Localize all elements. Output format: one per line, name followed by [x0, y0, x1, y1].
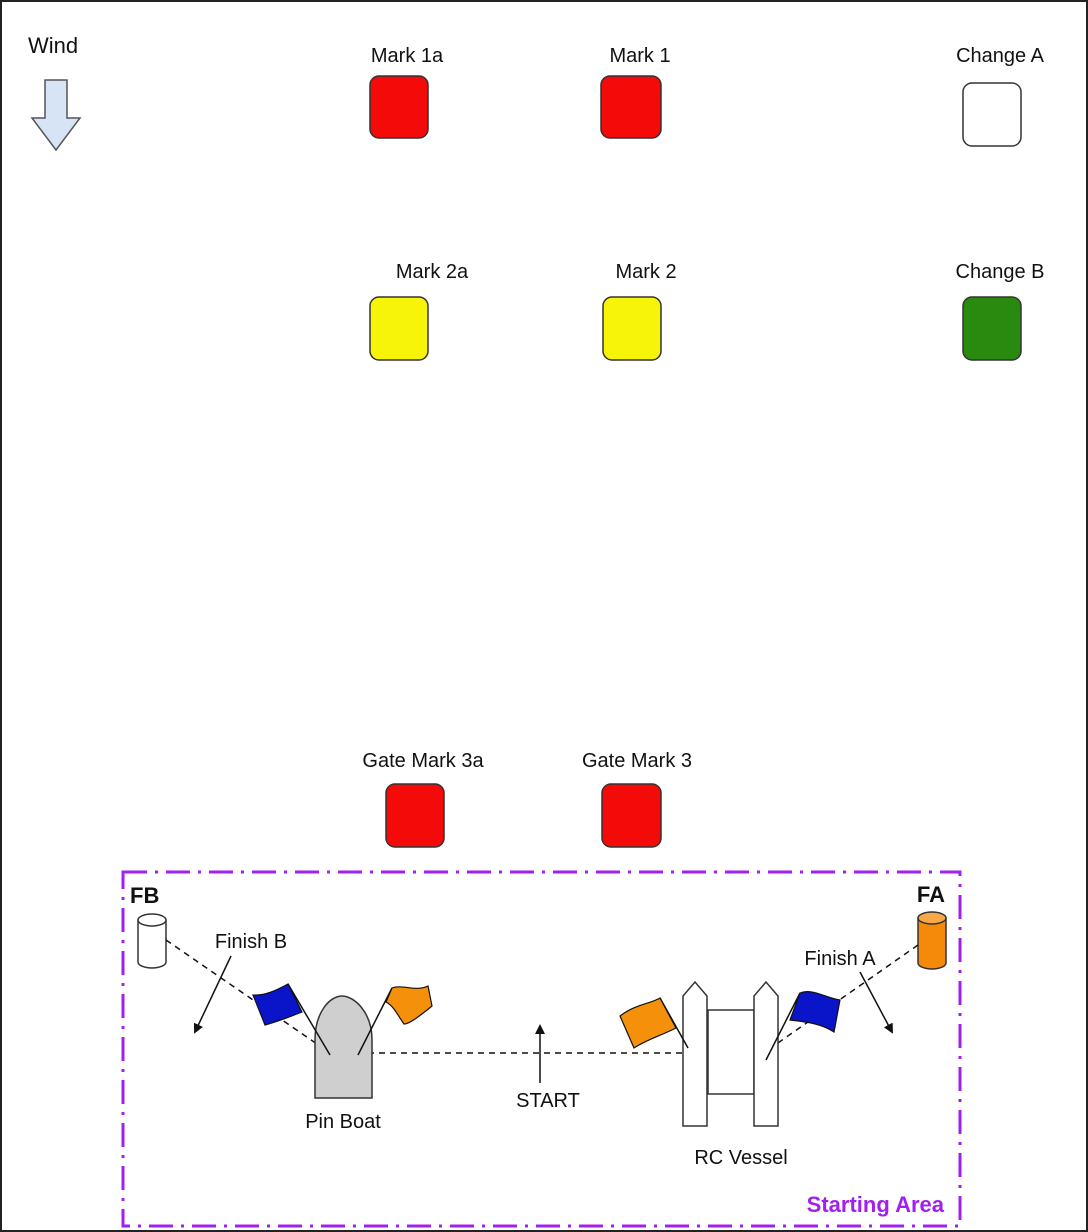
finish-b-label: Finish B: [215, 931, 287, 953]
starting-area-label: Starting Area: [807, 1192, 945, 1217]
mark-2a-label: Mark 2a: [396, 261, 469, 283]
mark-1a-label: Mark 1a: [371, 45, 444, 67]
mark-1-buoy: [600, 75, 662, 139]
mark-1a-buoy: [369, 75, 429, 139]
gate-mark-3-buoy: [601, 783, 662, 848]
finish-a-line: [764, 944, 919, 1053]
gate-mark-3-label: Gate Mark 3: [582, 750, 692, 772]
pin-boat-label: Pin Boat: [305, 1111, 381, 1133]
down-arrow-icon: [30, 79, 82, 152]
gate-mark-3a-label: Gate Mark 3a: [362, 750, 484, 772]
mark-1-label: Mark 1: [609, 45, 670, 67]
change-b-buoy: [962, 296, 1022, 361]
orange-flag-pin: [357, 985, 433, 1056]
orange-flag-rc: [619, 997, 689, 1049]
change-a-buoy: [962, 82, 1022, 147]
pin-boat: [314, 995, 373, 1099]
change-a-label: Change A: [956, 45, 1045, 67]
rc-vessel-label: RC Vessel: [694, 1147, 787, 1169]
finish-a-label: Finish A: [804, 948, 876, 970]
wind-label: Wind: [28, 33, 78, 58]
fb-label: FB: [130, 883, 159, 908]
gate-mark-3a-buoy: [385, 783, 445, 848]
start-label: START: [516, 1090, 580, 1112]
mark-2a-buoy: [369, 296, 429, 361]
mark-2-label: Mark 2: [615, 261, 676, 283]
starting-area-border: [121, 870, 962, 1228]
blue-flag-pin: [252, 983, 331, 1056]
rc-vessel: [682, 980, 779, 1127]
change-b-label: Change B: [956, 261, 1045, 283]
mark-2-buoy: [602, 296, 662, 361]
blue-flag-rc: [765, 991, 841, 1061]
finish-b-arrow: [193, 955, 232, 1034]
fb-buoy: [137, 913, 167, 969]
fa-label: FA: [917, 882, 945, 907]
finish-b-line: [165, 939, 331, 1054]
finish-a-arrow: [859, 971, 893, 1034]
fa-buoy: [917, 911, 947, 970]
